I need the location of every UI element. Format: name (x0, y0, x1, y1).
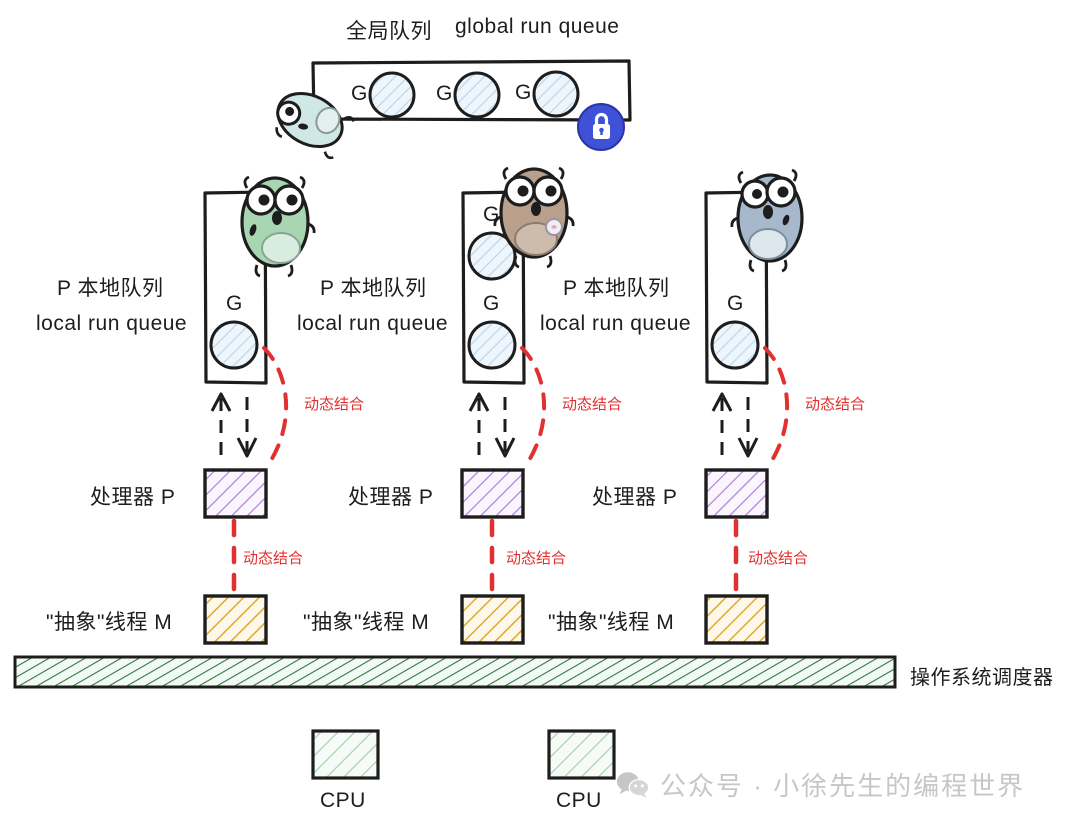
col-1-link-queue-label: 动态结合 (304, 396, 365, 413)
gopher-blue (730, 168, 804, 273)
global-goroutine-label-2: G (436, 82, 453, 105)
col-2-thread-box (460, 594, 525, 645)
watermark: 公众号 · 小徐先生的编程世界 (616, 766, 1025, 803)
global-goroutine-label-1: G (351, 82, 368, 105)
col-3-link-queue-dashed (763, 346, 790, 464)
col-2-processor-label: 处理器 P (348, 486, 434, 509)
col-1-link-thread-label: 动态结合 (243, 550, 304, 567)
cpu-label-1: CPU (320, 789, 366, 812)
col-3-processor-label: 处理器 P (592, 486, 678, 509)
col-3-double-arrow (711, 392, 759, 458)
col-2-thread-label: "抽象"线程 M (303, 611, 430, 634)
lock-icon (577, 103, 625, 151)
col-3-processor-box (704, 468, 769, 519)
col-1-queue-title-en: local run queue (36, 312, 188, 335)
col-1-link-queue-dashed (262, 346, 289, 464)
col-2-goroutine-label-1: G (483, 203, 500, 226)
col-1-goroutine-label-1: G (226, 292, 243, 315)
col-2-goroutine-label-2: G (483, 292, 500, 315)
col-3-goroutine-label-1: G (727, 292, 744, 315)
global-run-queue-box (311, 59, 632, 122)
col-3-thread-label: "抽象"线程 M (548, 611, 675, 634)
col-2-link-queue-dashed (520, 346, 547, 464)
col-2-queue-title-cn: P 本地队列 (320, 277, 427, 300)
watermark-text: 公众号 · 小徐先生的编程世界 (660, 771, 1026, 801)
global-goroutine-label-3: G (515, 81, 532, 104)
gopher-brown (493, 166, 575, 269)
gopher-tilted (275, 91, 355, 160)
cpu-label-2: CPU (556, 789, 602, 812)
col-1-local-queue-box (203, 190, 268, 385)
col-3-link-thread-label: 动态结合 (748, 550, 809, 567)
col-2-link-thread-label: 动态结合 (506, 550, 567, 567)
col-2-link-queue-label: 动态结合 (562, 396, 623, 413)
col-1-queue-title-cn: P 本地队列 (57, 277, 164, 300)
col-1-processor-label: 处理器 P (90, 486, 176, 509)
col-1-thread-label: "抽象"线程 M (46, 611, 173, 634)
wechat-icon (616, 771, 650, 798)
col-2-queue-title-en: local run queue (297, 312, 449, 335)
global-queue-title-en: global run queue (455, 15, 620, 38)
col-3-queue-title-en: local run queue (540, 312, 692, 335)
col-2-processor-box (460, 468, 525, 519)
col-1-thread-box (203, 594, 268, 645)
global-queue-title-cn: 全局队列 (346, 20, 432, 43)
col-3-queue-title-cn: P 本地队列 (563, 277, 670, 300)
col-3-link-queue-label: 动态结合 (805, 396, 866, 413)
os-scheduler-bar (13, 655, 897, 689)
col-3-thread-box (704, 594, 769, 645)
cpu-box-2 (547, 729, 616, 780)
col-2-double-arrow (468, 392, 516, 458)
col-1-double-arrow (210, 392, 258, 458)
cpu-box-1 (311, 729, 380, 780)
os-scheduler-label: 操作系统调度器 (910, 667, 1054, 689)
col-1-processor-box (203, 468, 268, 519)
gopher-green (240, 175, 316, 278)
